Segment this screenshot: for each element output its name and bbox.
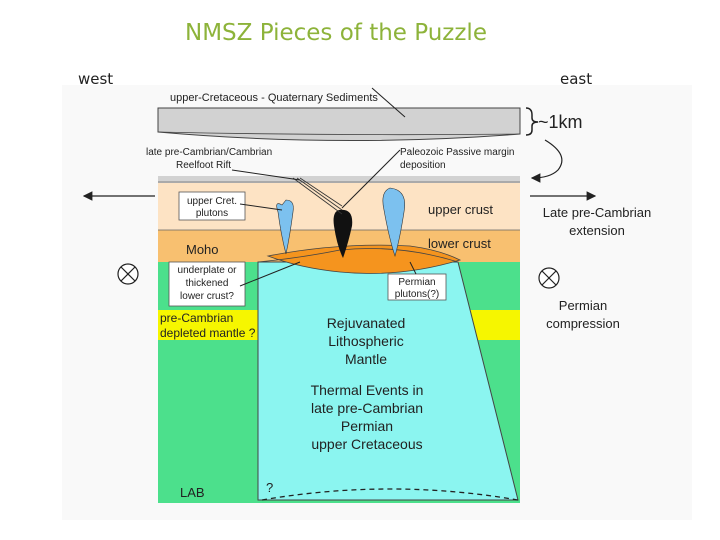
plutons-label-line2: plutons (196, 208, 228, 219)
plutons-label-line1: upper Cret. (187, 196, 237, 207)
upper-crust-label: upper crust (428, 202, 493, 217)
west-label: west (78, 70, 114, 88)
lower-crust-label: lower crust (428, 236, 491, 251)
extension-label-line1: Late pre-Cambrian (543, 205, 651, 220)
rift-label-line1: late pre-Cambrian/Cambrian (146, 147, 272, 158)
margin-leader (341, 149, 401, 209)
east-label: east (560, 70, 593, 88)
sediments-label: upper-Cretaceous - Quaternary Sediments (170, 92, 378, 104)
moho-label: Moho (186, 242, 219, 257)
rejuvenated-label-line1: Rejuvanated (327, 315, 406, 331)
thermal-label-line1: Thermal Events in (311, 382, 424, 398)
plutons-label-box (178, 191, 246, 221)
margin-label-line1: Paleozoic Passive margin (400, 147, 515, 158)
rift-lines (292, 177, 343, 215)
underplate-label-line2: thickened (186, 278, 229, 289)
pluton-center (333, 209, 353, 258)
underplate-label-line1: underplate or (178, 265, 238, 276)
rejuvenated-label-line2: Lithospheric (328, 333, 404, 349)
thermal-label-line4: upper Cretaceous (311, 436, 422, 452)
lab-label: LAB (180, 485, 205, 500)
depleted-mantle-label-line1: pre-Cambrian (160, 311, 233, 325)
slide-title: NMSZ Pieces of the Puzzle (185, 20, 487, 46)
underplate-label-line3: lower crust? (180, 291, 234, 302)
pluton-right (382, 187, 405, 258)
depleted-mantle-label-line2: depleted mantle ? (160, 326, 256, 340)
west-compression-symbol (117, 263, 139, 285)
rift-label-line2: Reelfoot Rift (176, 160, 231, 171)
east-compression-symbol (538, 267, 560, 289)
scale-arrow (530, 139, 563, 183)
pluton-left (276, 199, 294, 255)
margin-label-line2: deposition (400, 160, 446, 171)
lab-boundary (261, 488, 519, 501)
underplate-leader (239, 261, 301, 287)
rejuvenated-label-line3: Mantle (345, 351, 387, 367)
plutons-leader (239, 203, 283, 211)
compression-label-line1: Permian (559, 298, 607, 313)
permian-plutons-label-box (387, 273, 447, 301)
rift-leader (231, 169, 301, 181)
permian-plutons-label-line1: Permian (398, 277, 435, 288)
lab-question-mark: ? (266, 480, 273, 495)
permian-plutons-label-line2: plutons(?) (395, 289, 439, 300)
thermal-label-line2: late pre-Cambrian (311, 400, 423, 416)
underplate-label-box (168, 261, 246, 307)
extension-label-line2: extension (569, 223, 625, 238)
permian-plutons-leader (409, 261, 417, 275)
sediment-layer (157, 107, 521, 142)
scale-label: ~1km (538, 112, 583, 132)
thermal-label-line3: Permian (341, 418, 393, 434)
thin-sediment-cap (158, 176, 520, 183)
sediment-leader (371, 87, 406, 118)
scale-bracket (525, 107, 539, 136)
compression-label-line2: compression (546, 316, 620, 331)
